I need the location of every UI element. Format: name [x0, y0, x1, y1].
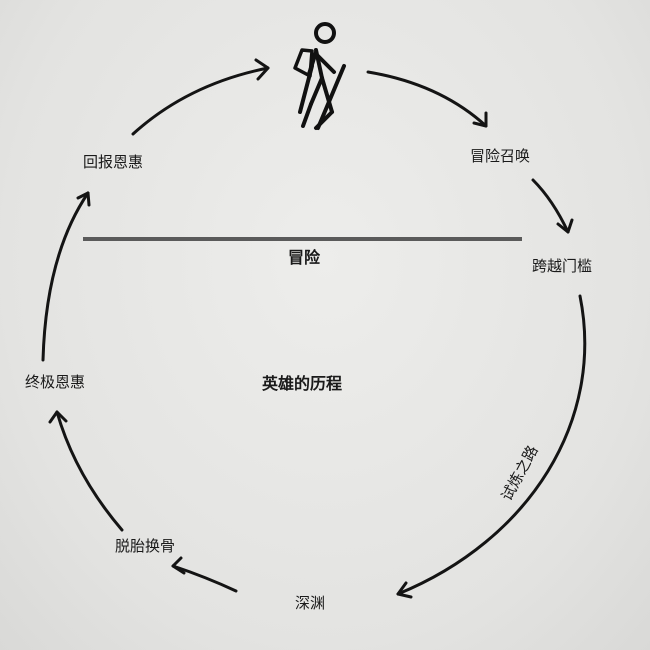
stage-call: 冒险召唤 — [470, 147, 530, 165]
stage-threshold: 跨越门槛 — [532, 257, 592, 275]
arc-top-right — [366, 70, 488, 128]
stage-return-boon: 回报恩惠 — [83, 153, 143, 171]
arc-bottom — [171, 556, 238, 593]
stage-transformation: 脱胎换骨 — [115, 537, 175, 555]
stage-trials: 试炼之路 — [498, 442, 542, 503]
arc-left-upper — [41, 191, 91, 362]
arc-right-lower — [396, 294, 587, 599]
hiker-icon — [293, 22, 346, 130]
divider-label: 冒险 — [288, 248, 321, 267]
stage-ultimate-boon: 终极恩惠 — [25, 373, 85, 391]
arc-top-left — [131, 58, 270, 136]
stage-abyss: 深渊 — [295, 594, 325, 612]
arc-left-lower — [48, 410, 124, 532]
center-title: 英雄的历程 — [261, 374, 342, 393]
arc-right-upper — [531, 178, 574, 234]
